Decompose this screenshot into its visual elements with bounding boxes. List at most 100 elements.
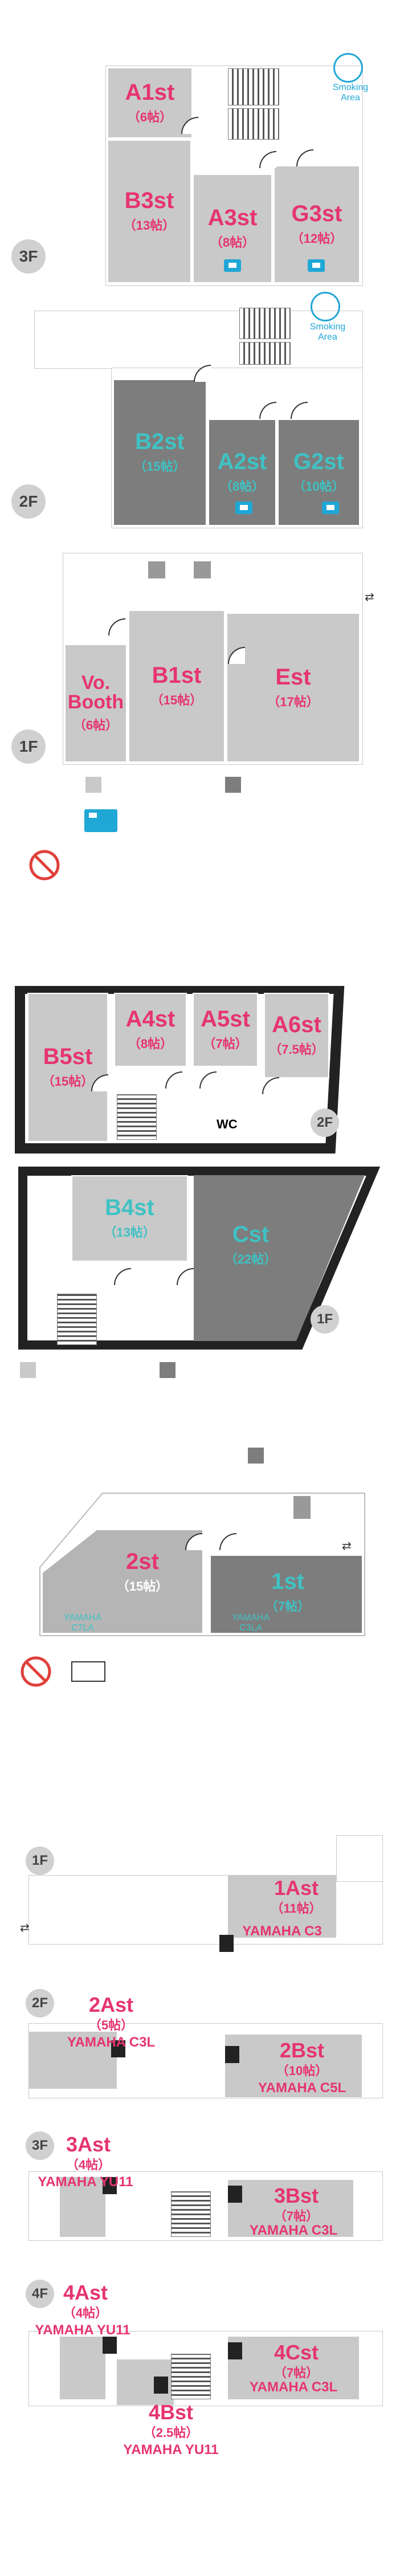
wc-label: WC [217,1117,238,1131]
piano-label: YAMAHA C5L [258,2080,346,2096]
piano-label: YAMAHA YU11 [38,2174,133,2190]
room-size: （11帖） [271,1901,322,1915]
legend-dark-swatch [160,1362,175,1378]
floor-outline [39,1493,365,1636]
room-name: 1st [271,1569,304,1594]
floor-badge-1f: 1F [11,729,46,764]
room-name: Vo. Booth [67,672,124,713]
room-size: （4帖） [63,2306,108,2320]
smoking-area-label: Smoking Area [332,83,369,103]
arrows-icon: ⇄ [342,1540,352,1552]
room-1ast-area [228,1875,336,1938]
room-size: （15帖） [116,1579,169,1593]
piano-icon [103,2177,117,2194]
lan-icon [84,809,117,832]
room-size: （15帖） [134,459,186,474]
room-name: 4Bst [148,2400,194,2424]
piano-icon [225,2046,239,2063]
room-size: （13帖） [123,218,175,233]
floor-badge-1f: 1F [311,1305,339,1334]
stairs-icon [239,308,291,339]
room-b4st: B4st （13帖） [71,1175,188,1262]
room-name: A5st [201,1006,250,1032]
floor-badge-2f: 2F [26,1989,54,2017]
room-size: （10帖） [276,2064,328,2078]
room-size: （7帖） [274,2209,319,2223]
legend-dark-swatch [248,1448,264,1464]
room-3ast: 3Ast （4帖） [51,2134,125,2173]
room-2ast-area [28,2032,117,2089]
floor-badge-3f: 3F [11,239,46,274]
room-4cst-area [228,2337,359,2399]
room-3bst-area [228,2180,353,2237]
no-smoking-icon [21,1656,51,1687]
stairs-icon [228,68,279,105]
room-name: Cst [232,1222,270,1247]
room-4cst: 4Cst （7帖） [262,2342,330,2381]
room-b2st: B2st （15帖） [113,379,207,526]
room-size: （12帖） [291,231,343,246]
room-name: B1st [152,663,202,688]
piano-label: YAMAHA YU11 [123,2442,219,2457]
room-name: B4st [105,1195,154,1220]
room-3ast-area [60,2177,105,2237]
room-size: （15帖） [150,693,203,707]
stairs-icon [239,342,291,365]
arrows-icon: ⇄ [365,591,374,604]
piano-label: YAMAHA C3L [249,2223,338,2238]
room-size: （2.5帖） [143,2426,199,2440]
piano-label: YAMAHA C3 [242,1923,322,1939]
piano-label: YAMAHA C7LA [63,1613,102,1633]
room-size: （8帖） [219,479,265,494]
room-est: Est （17帖） [226,613,360,763]
floor-badge-3f: 3F [26,2131,54,2160]
piano-label: YAMAHA YU11 [35,2322,130,2338]
room-cst-shape [194,1175,365,1341]
stairs-icon [57,1294,97,1345]
room-b5st: B5st （15帖） [27,993,108,1142]
room-name: 3Ast [66,2133,111,2156]
stairs-icon [171,2354,211,2399]
room-size: （5帖） [88,2018,134,2032]
room-name: 2Bst [279,2039,325,2062]
lobby-table-icon [194,561,211,578]
room-a6st: A6st （7.5帖） [264,993,329,1078]
room-name: 2Ast [88,1993,134,2016]
room-size: （6帖） [73,718,119,732]
floor-badge-2f: 2F [311,1108,339,1137]
piano-icon [154,2377,168,2394]
piano-label: YAMAHA C3L [67,2035,156,2050]
no-smoking-icon [29,850,60,881]
room-size: （4帖） [66,2158,111,2172]
smoking-area-label: Smoking Area [309,322,346,342]
piano-label: YAMAHA C3L [249,2379,338,2395]
piano-icon [111,2040,125,2057]
room-1ast: 1Ast （11帖） [259,1878,333,1917]
room-size: （7帖） [203,1037,248,1051]
room-name: A6st [272,1012,321,1037]
room-4bst: 4Bst （2.5帖） [131,2402,211,2441]
legend-light-swatch [20,1362,36,1378]
room-name: 1Ast [274,1876,319,1900]
lobby-table-icon [293,1496,311,1519]
stairs-icon [117,1094,157,1140]
piano-icon [228,2342,242,2359]
room-a5st: A5st （7帖） [193,993,258,1067]
lan-icon [322,502,339,514]
room-vo-booth: Vo. Booth （6帖） [64,644,127,763]
room-a1st: A1st （6帖） [107,67,193,138]
room-size: （7帖） [265,1599,311,1613]
room-b1st: B1st （15帖） [128,610,225,763]
room-4ast-area [60,2337,105,2399]
room-b3st: B3st （13帖） [107,140,191,283]
room-4ast: 4Ast （4帖） [48,2282,123,2321]
floor-1f-annex [336,1835,383,1882]
room-size: （8帖） [210,235,255,250]
room-name: G3st [291,201,342,226]
room-g2st: G2st （10帖） [277,419,360,526]
room-size: （7.5帖） [269,1042,324,1057]
floor-badge-2f: 2F [11,484,46,519]
room-name: 4Ast [63,2281,108,2304]
arrows-icon: ⇄ [20,1922,30,1934]
room-a4st: A4st （8帖） [114,993,187,1067]
